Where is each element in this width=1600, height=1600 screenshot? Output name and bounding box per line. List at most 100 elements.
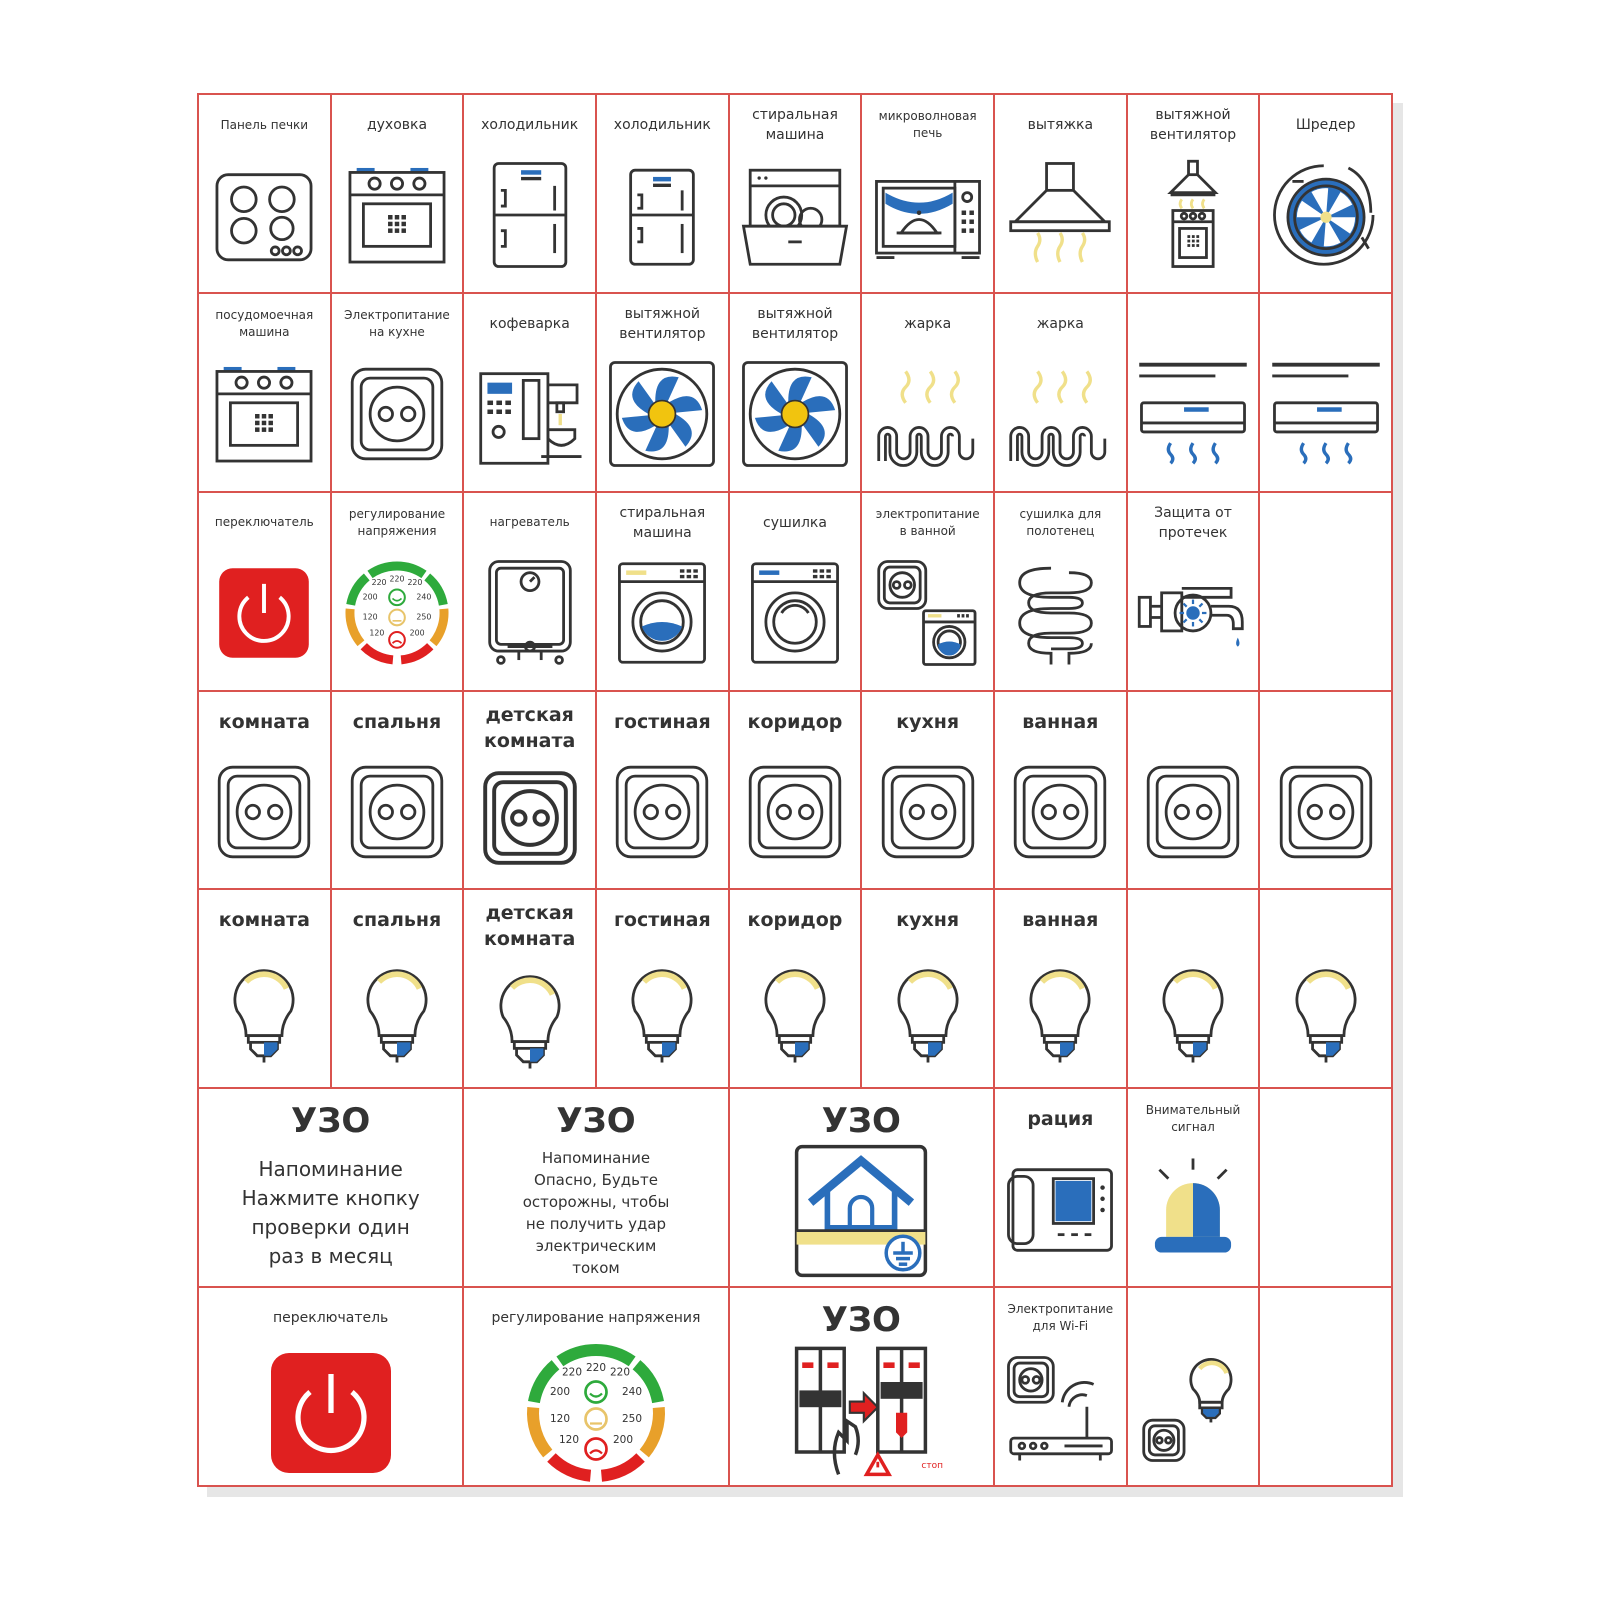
icon-cell[interactable]: вытяжной вентилятор (597, 293, 730, 493)
range-hood-icon (999, 145, 1122, 286)
oven-icon (336, 145, 459, 286)
cell-label: Шредер (1295, 117, 1356, 133)
cell-label: регулирование напряжения (491, 1310, 701, 1327)
icon-cell[interactable] (1260, 293, 1393, 493)
svg-text:120: 120 (363, 613, 378, 622)
icon-cell[interactable]: кофеварка (464, 293, 597, 493)
cell-label: вытяжка (1027, 117, 1094, 133)
icon-cell[interactable]: Панель печки (199, 95, 332, 294)
intercom-icon (999, 1139, 1122, 1280)
icon-cell[interactable]: коридор (729, 890, 863, 1090)
light-bulb-icon (601, 940, 724, 1081)
icon-cell[interactable] (1260, 691, 1393, 891)
icon-cell[interactable]: детская комната (464, 691, 597, 891)
icon-cell[interactable]: вытяжной вентилятор (729, 293, 863, 493)
icon-cell[interactable]: детская комната (464, 890, 597, 1090)
uzo-title: УЗО (821, 1300, 901, 1341)
icon-cell[interactable]: гостиная (597, 890, 730, 1090)
socket-icon (1132, 742, 1255, 883)
uzo-title: УЗО (291, 1101, 371, 1142)
svg-text:200: 200 (550, 1386, 570, 1398)
icon-cell[interactable]: вытяжка (995, 95, 1128, 294)
water-heater-icon (468, 543, 591, 684)
icon-cell[interactable]: комната (199, 890, 332, 1090)
icon-cell[interactable]: гостиная (597, 691, 730, 891)
icon-cell[interactable]: жарка (995, 293, 1128, 493)
icon-cell[interactable] (1127, 293, 1261, 493)
icon-cell[interactable]: холодильник (597, 95, 730, 294)
svg-text:200: 200 (363, 593, 378, 602)
icon-cell[interactable]: ванная (995, 691, 1128, 891)
icon-cell[interactable]: стиральная машина (729, 95, 863, 294)
intercom-cell[interactable]: рация (995, 1089, 1128, 1289)
bulb-socket-cell[interactable] (1127, 1288, 1261, 1487)
alarm-beacon-icon (1132, 1139, 1255, 1280)
icon-cell[interactable] (1127, 691, 1261, 891)
icon-cell[interactable]: холодильник (464, 95, 597, 294)
cell-label: стиральная машина (619, 504, 706, 541)
cell-label: стиральная машина (752, 107, 838, 143)
icon-cell[interactable]: кухня (862, 890, 995, 1090)
icon-cell[interactable]: коридор (729, 691, 863, 891)
icon-cell[interactable]: кухня (862, 691, 995, 891)
cell-label: коридор (747, 909, 843, 932)
icon-cell[interactable] (1260, 492, 1393, 692)
svg-text:220: 220 (390, 575, 405, 584)
fridge-tall-icon (468, 145, 591, 286)
air-conditioner-icon (1132, 344, 1255, 485)
icon-cell[interactable]: спальня (331, 890, 465, 1090)
icon-cell[interactable]: Шредер (1260, 95, 1393, 294)
icon-cell[interactable]: переключатель (199, 492, 332, 692)
socket-icon (336, 742, 459, 883)
cell-label: рация (1027, 1108, 1094, 1131)
svg-text:220: 220 (586, 1362, 606, 1374)
icon-cell[interactable]: Электропитание на кухне (331, 293, 465, 493)
cell-label: вытяжной вентилятор (751, 305, 839, 342)
icon-cell[interactable]: нагреватель (464, 492, 597, 692)
icon-cell[interactable]: спальня (331, 691, 465, 891)
icon-cell[interactable]: посудомоечная машина (199, 293, 332, 493)
icon-cell[interactable]: сушилка для полотенец (995, 492, 1128, 692)
icon-cell[interactable]: духовка (331, 95, 465, 294)
exhaust-fan-icon (734, 344, 857, 485)
icon-cell[interactable]: комната (199, 691, 332, 891)
cell-label: Защита от протечек (1154, 504, 1232, 541)
power-button-icon (203, 1338, 458, 1485)
svg-text:220: 220 (407, 578, 422, 587)
breaker-test-icon (734, 1340, 989, 1480)
cell-label: гостиная (613, 909, 711, 932)
cell-label: микроволновая печь (878, 109, 977, 140)
wifi-power-cell[interactable]: Электропитание для Wi-Fi (995, 1288, 1128, 1487)
icon-cell[interactable]: стиральная машина (597, 492, 730, 692)
icon-cell[interactable] (1260, 890, 1393, 1090)
cooktop-icon (203, 145, 326, 286)
icon-cell[interactable]: сушилка (729, 492, 863, 692)
cell-label: переключатель (214, 515, 314, 530)
icon-cell[interactable]: микроволновая печь (862, 95, 995, 294)
icon-cell[interactable]: ванная (995, 890, 1128, 1090)
icon-cell[interactable] (1127, 890, 1261, 1090)
icon-cell[interactable]: Защита от протечек (1127, 492, 1261, 692)
socket-icon (203, 742, 326, 883)
light-bulb-icon (1132, 940, 1255, 1081)
switch-card[interactable]: переключатель (199, 1288, 465, 1487)
socket-icon (866, 742, 989, 883)
uzo-ground-card[interactable]: УЗО (729, 1089, 995, 1289)
cell-label: комната (218, 710, 310, 733)
icon-cell[interactable]: электропитание в ванной (862, 492, 995, 692)
svg-text:240: 240 (416, 593, 431, 602)
icon-cell[interactable]: вытяжной вентилятор (1127, 95, 1261, 294)
icon-cell[interactable]: жарка (862, 293, 995, 493)
shredder-icon (1264, 145, 1387, 286)
svg-text:120: 120 (369, 629, 384, 638)
alarm-cell[interactable]: Внимательный сигнал (1127, 1089, 1261, 1289)
bulb-socket-icon (1132, 1338, 1255, 1479)
washing-machine-icon (601, 543, 724, 684)
exhaust-fan-icon (601, 344, 724, 485)
cell-label: Внимательный сигнал (1145, 1103, 1241, 1135)
